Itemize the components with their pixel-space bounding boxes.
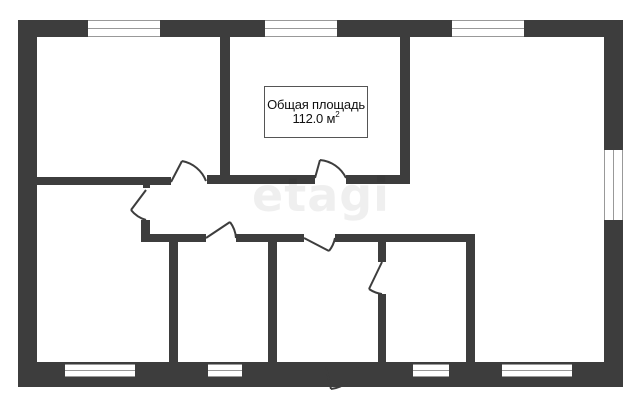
area-caption: Общая площадь	[267, 97, 365, 113]
door-side-room	[368, 261, 383, 295]
wall-top-room1-right	[220, 37, 230, 177]
outer-wall-left	[18, 20, 37, 387]
windows	[65, 20, 623, 377]
wall-top-room2-right	[400, 37, 410, 183]
doors	[130, 159, 383, 390]
window-bottom-2	[208, 364, 242, 377]
door-corridor-2	[303, 237, 336, 252]
window-right	[604, 150, 623, 220]
window-bottom-4	[502, 364, 572, 377]
wall-corridor-bottom-3	[335, 234, 475, 242]
wall-small-stub	[141, 220, 150, 242]
wall-corridor-top-left	[37, 177, 171, 185]
area-value-line: 112.0 м2	[292, 110, 340, 126]
door-entrance	[325, 366, 359, 390]
wall-lower-3-top	[378, 242, 386, 262]
area-value: 112.0 м	[292, 111, 336, 126]
wall-lower-2	[268, 242, 277, 367]
watermark: etagi	[252, 168, 390, 222]
wall-lower-4	[466, 242, 475, 367]
door-room1	[170, 160, 207, 183]
wall-lower-3-bottom	[378, 294, 386, 367]
area-unit-exponent: 2	[335, 110, 340, 119]
window-bottom-3	[413, 364, 449, 377]
window-top-2	[265, 20, 337, 37]
window-bottom-1	[65, 364, 135, 377]
window-top-1	[88, 20, 160, 37]
total-area-label: Общая площадь 112.0 м2	[264, 86, 368, 138]
wall-corridor-bottom-2	[236, 234, 304, 242]
door-room2	[314, 159, 347, 179]
wall-lower-1	[169, 242, 178, 367]
door-left-room	[130, 189, 147, 221]
wall-post-left	[143, 181, 150, 188]
wall-corridor-bottom-1	[141, 234, 206, 242]
wall-corridor-top-mid	[207, 175, 315, 184]
window-top-3	[452, 20, 524, 37]
door-corridor-1	[205, 221, 237, 239]
wall-corridor-top-right	[346, 175, 410, 184]
